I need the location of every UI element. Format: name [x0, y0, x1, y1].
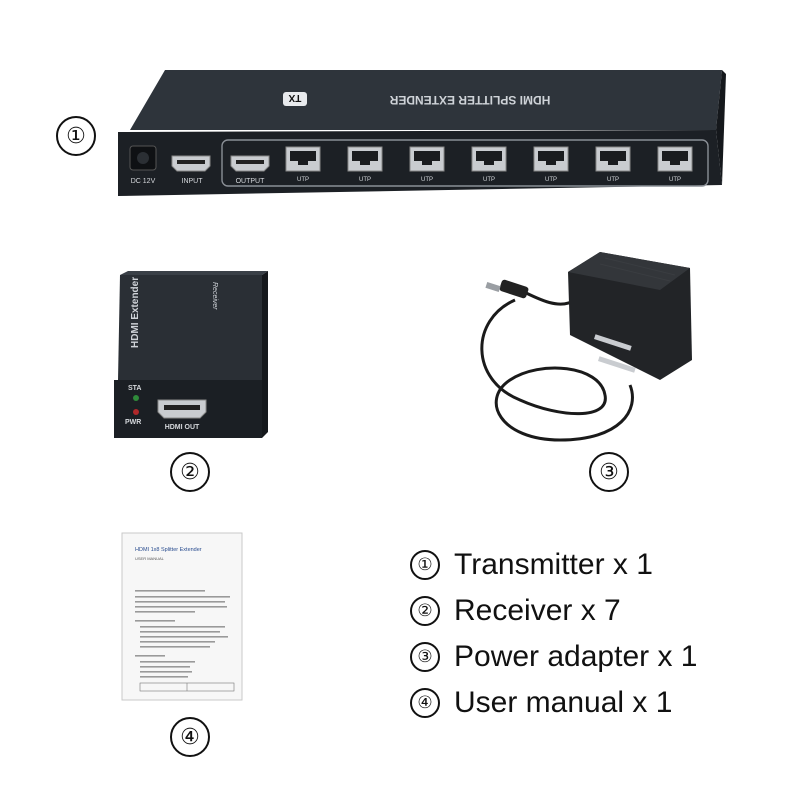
pwr-label: PWR	[125, 419, 141, 426]
legend-text: Transmitter x 1	[454, 548, 653, 581]
output-panel	[221, 139, 709, 187]
manual-text-line	[140, 631, 220, 633]
tx-badge-label: TX	[288, 92, 301, 103]
manual-text-line	[140, 676, 188, 678]
manual-text-line	[140, 671, 192, 673]
manual-text-line	[135, 606, 227, 608]
manual-text-line	[135, 601, 225, 603]
legend-item: ③ Power adapter x 1	[410, 634, 697, 680]
marker-transmitter: ①	[56, 116, 96, 156]
hdmi-out-label: HDMI OUT	[165, 424, 200, 431]
marker-receiver: ②	[170, 452, 210, 492]
manual-text-lines	[135, 590, 230, 678]
manual-text-line	[140, 646, 210, 648]
manual-text-line	[135, 655, 165, 657]
legend-number: ①	[410, 550, 440, 580]
manual-text-line	[135, 590, 205, 592]
utp-port-label: UTP	[421, 177, 433, 183]
manual-text-line	[140, 636, 228, 638]
legend-number: ③	[410, 642, 440, 672]
legend-number: ②	[410, 596, 440, 626]
manual-text-line	[135, 596, 230, 598]
manual-text-line	[140, 666, 190, 668]
legend-item: ④ User manual x 1	[410, 680, 697, 726]
legend-item: ② Receiver x 7	[410, 588, 697, 634]
utp-port: UTP	[285, 146, 321, 183]
adapter-cable	[480, 298, 634, 442]
utp-port: UTP	[657, 146, 693, 183]
pwr-led	[133, 409, 139, 415]
utp-port: UTP	[471, 146, 507, 183]
utp-port-label: UTP	[297, 177, 309, 183]
power-adapter	[480, 252, 692, 442]
adapter-prong	[594, 334, 632, 351]
legend-item: ① Transmitter x 1	[410, 542, 697, 588]
adapter-prong	[598, 356, 636, 373]
transmitter-top	[130, 70, 722, 130]
output-label: OUTPUT	[236, 178, 266, 185]
sta-label: STA	[128, 385, 141, 392]
receiver-side-label: HDMI Extender	[130, 277, 141, 348]
contents-legend: ① Transmitter x 1 ② Receiver x 7 ③ Power…	[410, 542, 697, 726]
manual-title: HDMI 1x8 Splitter Extender	[135, 547, 202, 553]
receiver-device: HDMI Extender Receiver STA PWR HDMI OUT	[114, 271, 268, 438]
manual-text-line	[140, 661, 195, 663]
utp-port-label: UTP	[359, 177, 371, 183]
legend-text: Receiver x 7	[454, 594, 621, 627]
receiver-brand-label: Receiver	[211, 282, 218, 310]
legend-text: User manual x 1	[454, 686, 673, 719]
manual-text-line	[140, 626, 225, 628]
user-manual: HDMI 1x8 Splitter Extender USER MANUAL	[121, 532, 243, 701]
marker-manual: ④	[170, 717, 210, 757]
legend-text: Power adapter x 1	[454, 640, 698, 673]
transmitter-device: HDMI SPLITTER EXTENDER TX DC 12V INPUT O…	[118, 70, 726, 196]
marker-adapter: ③	[589, 452, 629, 492]
manual-subtitle: USER MANUAL	[135, 556, 165, 561]
manual-text-line	[135, 620, 175, 622]
tx-badge	[283, 92, 307, 106]
input-label: INPUT	[182, 178, 204, 185]
legend-number: ④	[410, 688, 440, 718]
dc-label: DC 12V	[131, 178, 156, 185]
dc-plug	[499, 279, 529, 299]
manual-text-line	[135, 611, 195, 613]
utp-ports: UTP UTP UTP UTP UTP UTP UTP	[285, 146, 693, 183]
receiver-top	[118, 275, 262, 380]
utp-port: UTP	[595, 146, 631, 183]
utp-port: UTP	[409, 146, 445, 183]
utp-port-label: UTP	[607, 177, 619, 183]
utp-port-label: UTP	[545, 177, 557, 183]
utp-port-label: UTP	[669, 177, 681, 183]
utp-port-label: UTP	[483, 177, 495, 183]
utp-port: UTP	[347, 146, 383, 183]
utp-port: UTP	[533, 146, 569, 183]
sta-led	[133, 395, 139, 401]
manual-text-line	[140, 641, 215, 643]
transmitter-product-label: HDMI SPLITTER EXTENDER	[389, 93, 550, 107]
